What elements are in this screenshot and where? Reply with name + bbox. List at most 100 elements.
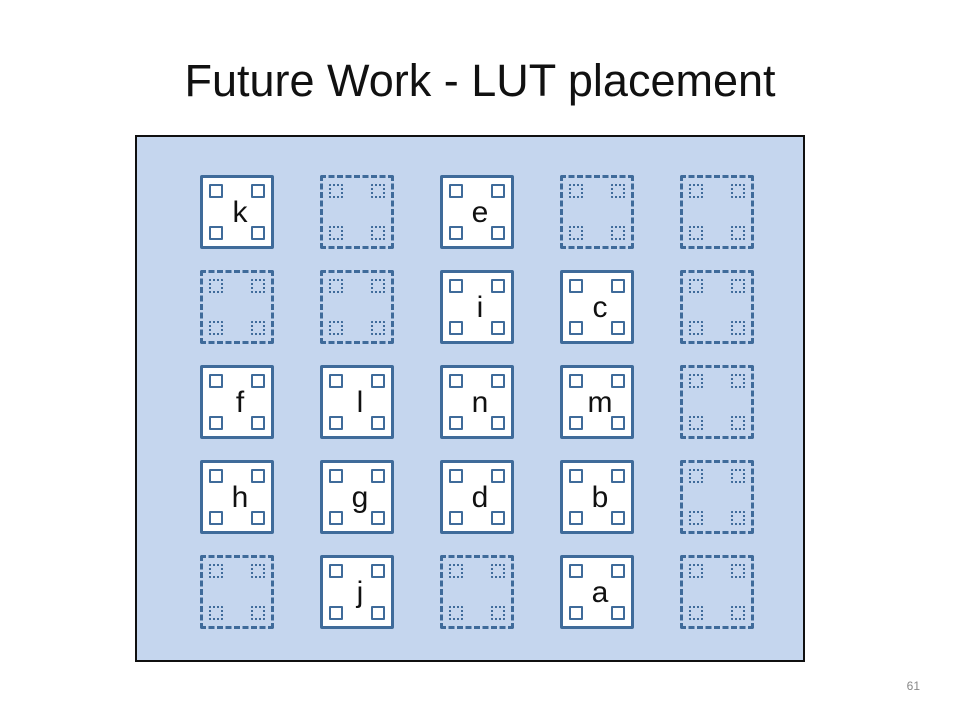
io-pin-icon <box>731 374 745 388</box>
io-pin-icon <box>689 184 703 198</box>
io-pin-icon <box>371 374 385 388</box>
page-number: 61 <box>906 679 920 693</box>
clb-empty <box>440 555 514 629</box>
io-pin-icon <box>449 564 463 578</box>
io-pin-icon <box>491 511 505 525</box>
io-pin-icon <box>491 416 505 430</box>
lut-label: i <box>476 291 484 324</box>
io-pin-icon <box>209 416 223 430</box>
io-pin-icon <box>611 184 625 198</box>
io-pin-icon <box>251 374 265 388</box>
io-pin-icon <box>611 226 625 240</box>
io-pin-icon <box>251 511 265 525</box>
io-pin-icon <box>611 511 625 525</box>
io-pin-icon <box>251 279 265 293</box>
lut-label: e <box>471 196 489 229</box>
io-pin-icon <box>569 511 583 525</box>
io-pin-icon <box>251 606 265 620</box>
io-pin-icon <box>329 511 343 525</box>
io-pin-icon <box>491 321 505 335</box>
clb-used-j: j <box>320 555 394 629</box>
io-pin-icon <box>449 511 463 525</box>
io-pin-icon <box>491 226 505 240</box>
io-pin-icon <box>491 606 505 620</box>
io-pin-icon <box>569 416 583 430</box>
io-pin-icon <box>611 416 625 430</box>
io-pin-icon <box>611 606 625 620</box>
clb-used-m: m <box>560 365 634 439</box>
io-pin-icon <box>491 564 505 578</box>
io-pin-icon <box>611 564 625 578</box>
io-pin-icon <box>209 374 223 388</box>
io-pin-icon <box>209 226 223 240</box>
lut-label: b <box>591 481 609 514</box>
io-pin-icon <box>449 226 463 240</box>
io-pin-icon <box>209 469 223 483</box>
io-pin-icon <box>731 226 745 240</box>
clb-empty <box>680 175 754 249</box>
io-pin-icon <box>569 606 583 620</box>
io-pin-icon <box>251 184 265 198</box>
clb-empty <box>320 175 394 249</box>
io-pin-icon <box>371 279 385 293</box>
clb-used-b: b <box>560 460 634 534</box>
io-pin-icon <box>569 321 583 335</box>
io-pin-icon <box>371 416 385 430</box>
clb-empty <box>680 270 754 344</box>
clb-empty <box>560 175 634 249</box>
io-pin-icon <box>689 321 703 335</box>
lut-label: c <box>592 291 608 324</box>
lut-label: f <box>235 386 245 419</box>
io-pin-icon <box>569 374 583 388</box>
io-pin-icon <box>329 564 343 578</box>
lut-label: h <box>231 481 249 514</box>
io-pin-icon <box>569 279 583 293</box>
io-pin-icon <box>689 606 703 620</box>
io-pin-icon <box>611 279 625 293</box>
io-pin-icon <box>611 321 625 335</box>
io-pin-icon <box>371 564 385 578</box>
io-pin-icon <box>449 184 463 198</box>
clb-used-d: d <box>440 460 514 534</box>
clb-used-n: n <box>440 365 514 439</box>
io-pin-icon <box>329 279 343 293</box>
clb-used-h: h <box>200 460 274 534</box>
io-pin-icon <box>371 184 385 198</box>
clb-used-f: f <box>200 365 274 439</box>
clb-empty <box>680 365 754 439</box>
io-pin-icon <box>209 606 223 620</box>
io-pin-icon <box>731 416 745 430</box>
io-pin-icon <box>371 321 385 335</box>
io-pin-icon <box>491 374 505 388</box>
io-pin-icon <box>731 321 745 335</box>
clb-used-k: k <box>200 175 274 249</box>
io-pin-icon <box>209 564 223 578</box>
io-pin-icon <box>449 469 463 483</box>
io-pin-icon <box>371 469 385 483</box>
clb-empty <box>200 555 274 629</box>
lut-label: d <box>471 481 489 514</box>
lut-label: g <box>351 481 369 514</box>
io-pin-icon <box>569 469 583 483</box>
io-pin-icon <box>491 279 505 293</box>
io-pin-icon <box>611 374 625 388</box>
io-pin-icon <box>251 321 265 335</box>
io-pin-icon <box>731 184 745 198</box>
io-pin-icon <box>449 416 463 430</box>
io-pin-icon <box>731 564 745 578</box>
io-pin-icon <box>329 374 343 388</box>
clb-used-e: e <box>440 175 514 249</box>
clb-used-g: g <box>320 460 394 534</box>
io-pin-icon <box>731 469 745 483</box>
lut-label: k <box>232 196 248 229</box>
io-pin-icon <box>731 511 745 525</box>
io-pin-icon <box>329 321 343 335</box>
io-pin-icon <box>329 226 343 240</box>
io-pin-icon <box>689 416 703 430</box>
clb-empty <box>680 460 754 534</box>
io-pin-icon <box>329 469 343 483</box>
clb-used-a: a <box>560 555 634 629</box>
io-pin-icon <box>689 226 703 240</box>
lut-label: j <box>356 576 364 609</box>
io-pin-icon <box>209 279 223 293</box>
